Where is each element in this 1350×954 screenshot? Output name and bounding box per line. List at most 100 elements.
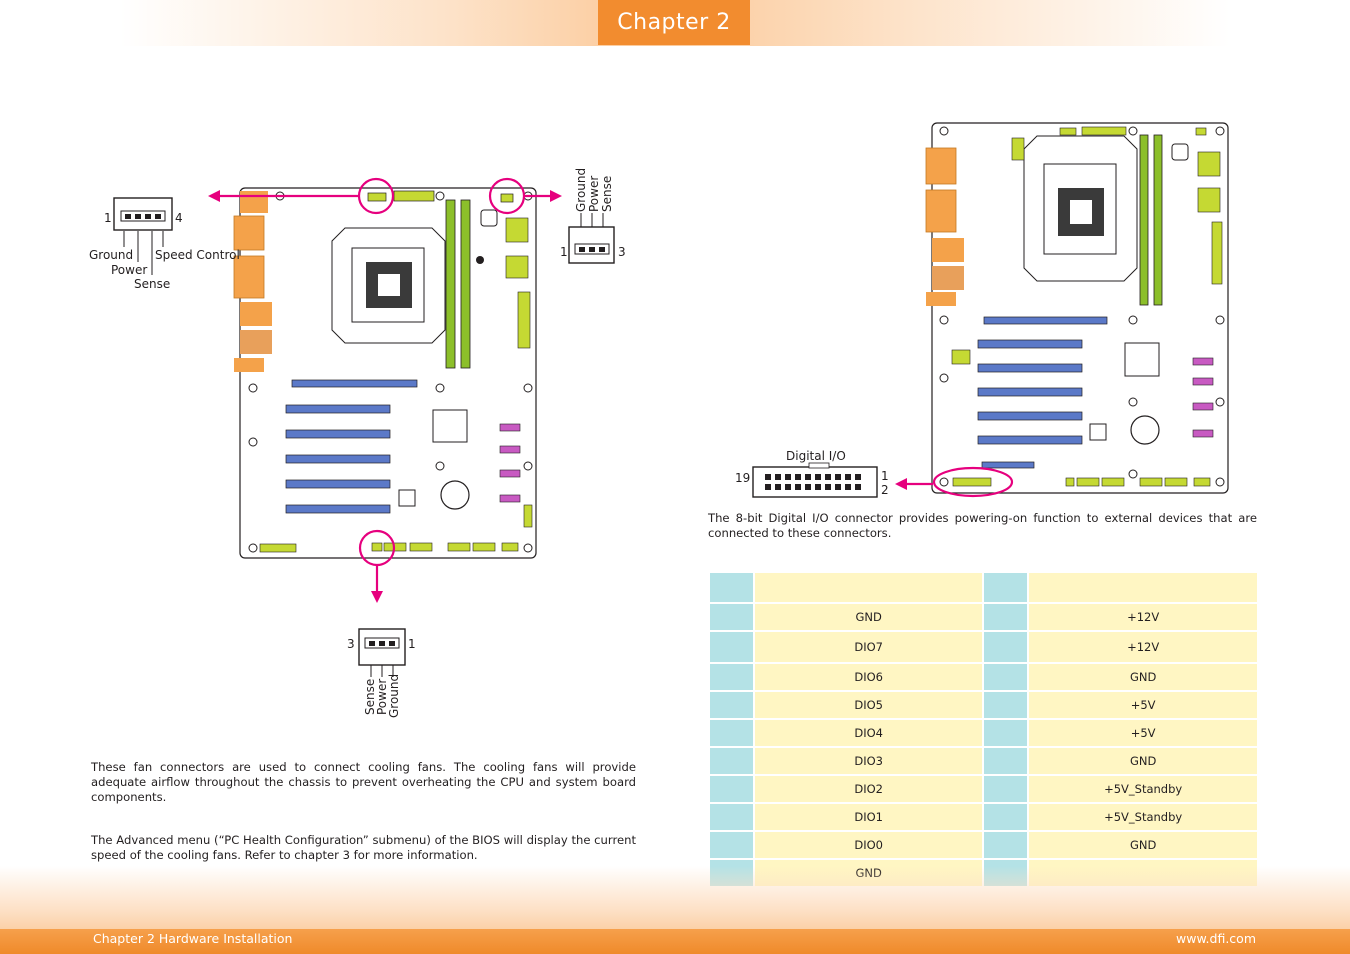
table-cell-assignment: DIO1: [752, 802, 985, 832]
table-cell-pin: [982, 662, 1030, 692]
dio-paragraph: The 8-bit Digital I/O connector provides…: [708, 511, 1257, 540]
sata-port: [499, 423, 521, 432]
table-cell-pin: [708, 746, 755, 776]
table-cell-pin: [982, 602, 1030, 632]
table-cell-pin: [708, 690, 755, 720]
fan-paragraph-1: These fan connectors are used to connect…: [91, 760, 636, 804]
table-row: DIO6 GND: [708, 662, 1259, 692]
footer-website-link[interactable]: www.dfi.com: [1176, 931, 1256, 946]
table-cell-pin: [708, 802, 755, 832]
table-cell-assignment: GND: [752, 602, 985, 632]
table-row: DIO7 +12V: [708, 630, 1259, 664]
table-cell-assignment: DIO0: [752, 830, 985, 860]
wire-label-ground: Ground: [387, 674, 401, 718]
table-row: DIO3 GND: [708, 746, 1259, 776]
table-cell-assignment: DIO5: [752, 690, 985, 720]
pcie-slot: [285, 454, 391, 464]
table-cell-assignment: +5V: [1027, 690, 1259, 720]
fan-header-bottom: [371, 542, 383, 552]
table-header-cell: [752, 571, 985, 604]
pin-label: 1: [104, 211, 112, 225]
rear-io-port: [233, 255, 265, 299]
table-row: DIO0 GND: [708, 830, 1259, 860]
footer-glow: [0, 866, 1350, 930]
footer-chapter-title: Chapter 2 Hardware Installation: [93, 931, 293, 946]
pcie-slot: [291, 379, 418, 388]
pin-label: 1: [408, 637, 416, 651]
table-cell-pin: [708, 830, 755, 860]
fan-paragraph-2: The Advanced menu (“PC Health Configurat…: [91, 833, 636, 862]
wire-label-power: Power: [111, 263, 147, 277]
battery: [440, 480, 470, 510]
table-cell-assignment: +5V_Standby: [1027, 774, 1259, 804]
pcie-slot: [285, 479, 391, 489]
dimm-slot: [460, 199, 471, 369]
arrow-right: [550, 190, 562, 202]
table-cell-assignment: +5V: [1027, 718, 1259, 748]
table-cell-assignment: +12V: [1027, 602, 1259, 632]
table-cell-pin: [982, 718, 1030, 748]
pin-label: 3: [618, 245, 626, 259]
table-cell-pin: [708, 630, 755, 664]
dio-header-on-board: [952, 477, 992, 487]
rear-io-port: [233, 215, 265, 251]
arrow-down: [371, 591, 383, 603]
chipset: [432, 409, 468, 443]
table-cell-assignment: DIO4: [752, 718, 985, 748]
wire-label-ground: Ground: [574, 168, 588, 212]
sata-port: [499, 494, 521, 503]
table-cell-pin: [708, 718, 755, 748]
table-cell-pin: [982, 774, 1030, 804]
table-cell-assignment: DIO2: [752, 774, 985, 804]
table-cell-pin: [982, 690, 1030, 720]
pin-label: 4: [175, 211, 183, 225]
table-header-cell: [708, 571, 755, 604]
table-header-row: [708, 571, 1259, 604]
table-cell-assignment: GND: [1027, 830, 1259, 860]
wire-label-sense: Sense: [363, 679, 377, 715]
pin-label: 19: [735, 471, 750, 485]
table-cell-pin: [982, 746, 1030, 776]
table-cell-pin: [982, 802, 1030, 832]
pin-label: 1: [881, 469, 889, 483]
table-row: DIO5 +5V: [708, 690, 1259, 720]
wire-label-power: Power: [587, 176, 601, 212]
table-cell-assignment: +12V: [1027, 630, 1259, 664]
table-cell-assignment: GND: [1027, 746, 1259, 776]
table-cell-assignment: DIO6: [752, 662, 985, 692]
sata-port: [499, 469, 521, 478]
dio-connector-label: Digital I/O: [786, 449, 846, 463]
fan-header-top-left: [367, 192, 387, 202]
table-header-cell: [1027, 571, 1259, 604]
pin-label: 3: [347, 637, 355, 651]
pin-label: 1: [560, 245, 568, 259]
wire-label-sense: Sense: [600, 176, 614, 212]
arrow-left: [208, 190, 220, 202]
rear-io-port: [234, 358, 264, 372]
dio-pin-table: GND +12V DIO7 +12V DIO6 GND DIO5 +5V DIO…: [708, 571, 1259, 888]
pcie-slot: [285, 504, 391, 514]
table-row: DIO4 +5V: [708, 718, 1259, 748]
table-row: DIO2 +5V_Standby: [708, 774, 1259, 804]
fan-board-diagram: 1 4 Ground Power Sense Speed Control 1 3…: [89, 168, 626, 718]
pcie-slot: [285, 404, 391, 414]
table-cell-assignment: DIO3: [752, 746, 985, 776]
pin-label: 2: [881, 483, 889, 497]
table-cell-pin: [708, 602, 755, 632]
dio-pins: [765, 474, 861, 490]
table-cell-pin: [982, 830, 1030, 860]
dio-board-diagram: Digital I/O 19 1 2: [735, 122, 1229, 498]
fan-header-top-right: [500, 193, 514, 203]
wire-label-speed-control: Speed Control: [155, 248, 240, 262]
dio-connector: [752, 466, 878, 498]
wire-label-power: Power: [375, 679, 389, 715]
dimm-slot: [445, 199, 456, 369]
table-cell-pin: [708, 774, 755, 804]
table-cell-pin: [982, 630, 1030, 664]
footer-bar: [0, 929, 1350, 954]
pcie-slot: [285, 429, 391, 439]
table-row: GND +12V: [708, 602, 1259, 632]
table-cell-assignment: +5V_Standby: [1027, 802, 1259, 832]
chapter-tab: Chapter 2: [598, 0, 750, 45]
highlight-ellipse-dio: [932, 466, 1014, 498]
